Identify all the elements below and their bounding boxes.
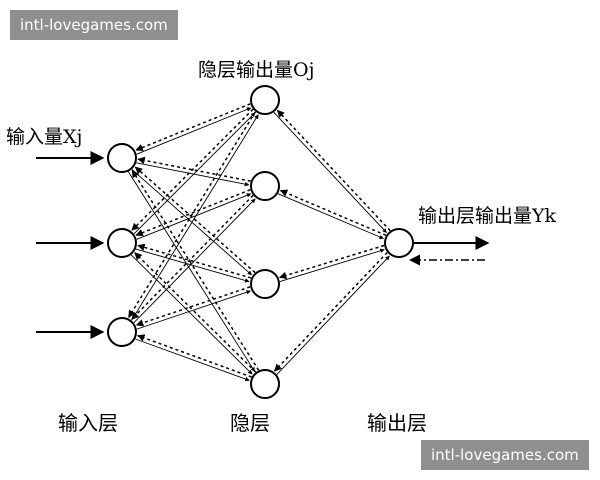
input-quantity-label: 输入量Xj	[6, 126, 82, 148]
forward-edge-i3-h2	[133, 198, 256, 323]
hidden-node-1	[250, 85, 280, 115]
backprop-edge-h1-i1	[135, 103, 251, 152]
forward-edge-i1-h2	[136, 162, 250, 187]
input-node-2	[107, 228, 137, 258]
forward-edge-h1-o	[273, 112, 387, 234]
backprop-edge-h2-i3	[131, 194, 254, 320]
backprop-edge-o-h2	[279, 189, 387, 236]
backprop-edge-o-h4	[274, 251, 388, 372]
watermark-bottom: intl-lovegames.com	[421, 440, 589, 470]
input-node-1	[107, 143, 137, 173]
backprop-edge-h3-i3	[135, 286, 251, 327]
backprop-edge-o-h3	[278, 244, 385, 280]
output-quantity-label: 输出层输出量Yk	[418, 205, 557, 227]
forward-edge-i1-h4	[127, 171, 256, 372]
forward-edge-i2-h2	[136, 193, 252, 240]
forward-edge-i2-h4	[130, 254, 253, 375]
connection-lines	[127, 103, 391, 382]
forward-edge-i1-h1	[136, 107, 252, 155]
input-layer-label: 输入层	[58, 411, 118, 435]
forward-edge-h4-o	[276, 255, 390, 375]
output-node	[384, 228, 414, 258]
input-node-3	[107, 317, 137, 347]
output-layer-label: 输出层	[367, 411, 427, 435]
forward-edge-i2-h3	[135, 248, 250, 283]
backprop-edge-h3-i2	[137, 243, 252, 279]
forward-edge-h3-o	[279, 248, 385, 282]
backprop-edge-h3-i1	[134, 166, 256, 274]
backprop-edge-h2-i1	[137, 156, 251, 182]
neuron-nodes	[107, 85, 414, 399]
watermark-top: intl-lovegames.com	[10, 10, 178, 40]
hidden-layer-label: 隐层	[230, 411, 270, 435]
backprop-edge-h4-i1	[131, 169, 260, 371]
backprop-edge-h4-i3	[137, 334, 252, 378]
forward-edge-i3-h1	[131, 114, 259, 321]
forward-edge-i3-h4	[135, 338, 250, 382]
hidden-output-label: 隐层输出量Oj	[198, 59, 314, 81]
backprop-edge-h4-i2	[134, 252, 257, 373]
hidden-node-2	[250, 171, 280, 201]
hidden-node-4	[250, 369, 280, 399]
backprop-edge-h1-i2	[131, 108, 254, 231]
backprop-edge-h1-i3	[128, 111, 257, 318]
forward-edge-i2-h1	[133, 112, 256, 235]
backprop-edge-h2-i2	[135, 188, 251, 237]
forward-edge-i3-h3	[136, 290, 251, 330]
forward-edge-h2-o	[277, 193, 384, 240]
hidden-node-3	[250, 269, 280, 299]
